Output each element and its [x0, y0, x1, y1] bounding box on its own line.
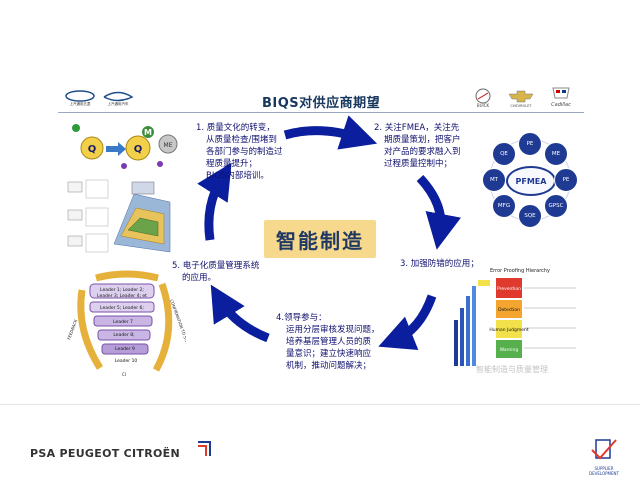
sgm-logo-text: 上汽通用汽车: [108, 101, 129, 106]
sgmw-logo-text: 上汽通用五菱: [70, 101, 91, 106]
leader-row-5: Leader 8;: [113, 332, 134, 338]
chevrolet-logo: CHEVROLET: [506, 88, 536, 108]
supplier-dev-line-1: SUPPLIER: [594, 466, 614, 471]
pfmea-node: MFG: [492, 194, 516, 218]
pfmea-diagram: PFMEA PE ME PE GPSC SQE MFG MT QE: [482, 132, 578, 228]
arrow-bottom-right: [378, 294, 437, 351]
leader-row-7: Leader 10: [115, 358, 138, 364]
q1-label: Q: [88, 144, 97, 155]
header-divider: [58, 112, 584, 113]
pfmea-node: QE: [492, 142, 516, 166]
psa-logo-mark: [196, 440, 212, 458]
cadillac-logo-text: Cadillac: [551, 102, 571, 108]
pfmea-node: GPSC: [544, 194, 568, 218]
leader-row-6: Leader 9: [115, 346, 135, 352]
step-2-text: 2. 关注FMEA，关注先 期质量策划，把客户 对产品的要求融入到 过程质量控制…: [374, 123, 461, 169]
buick-logo: BUICK: [468, 88, 498, 108]
ci-label: CI: [122, 372, 126, 377]
qmq-graphic: Q Q M ME: [66, 120, 186, 170]
arrow-right: [416, 174, 461, 250]
ep-level-detection: Detection: [498, 307, 520, 313]
center-label: 智能制造: [264, 220, 376, 258]
pfmea-node: PE: [554, 168, 578, 192]
leader-row-2: Leader 3; Leader 4; et: [97, 293, 147, 299]
leader-row-3: Leader 5; Leader 6;: [100, 305, 144, 311]
step-4-text: 4.领导参与： 运用分层审核发现问题， 培养基层管理人员的质 量意识；建立快速响…: [276, 313, 380, 371]
arrow-left: [197, 162, 232, 241]
cadillac-logo: Cadillac: [544, 86, 578, 108]
supplier-dev-logo: SUPPLIER DEVELOPMENT: [584, 436, 624, 476]
sgm-logo: 上汽通用汽车: [100, 88, 136, 106]
ep-level-prevention: Prevention: [497, 286, 521, 292]
pfmea-node: ME: [544, 142, 568, 166]
chevrolet-logo-text: CHEVROLET: [510, 104, 532, 108]
q2-label: Q: [134, 144, 143, 155]
sgmw-logo: 上汽通用五菱: [62, 88, 98, 106]
error-proofing-diagram: Error Proofing Hierarchy Prevention Dete…: [450, 268, 580, 368]
watermark: 智能制造与质量管理: [476, 365, 548, 374]
pfmea-center: PFMEA: [506, 166, 556, 196]
step-1-text: 1. 质量文化的转变， 从质量检查/围堵到 各部门参与的制造过 程质量提升； B…: [196, 123, 283, 181]
ep-level-human: Human Judgment: [489, 327, 529, 333]
pfmea-node: MT: [482, 168, 506, 192]
leader-row-4: Leader 7: [113, 319, 133, 325]
pfmea-node: SQE: [518, 204, 542, 228]
step-5-text: 5. 电子化质量管理系统 的应用。: [172, 261, 260, 283]
leader-row-1: Leader 1; Leader 2;: [100, 287, 144, 293]
arrow-bottom-left: [210, 284, 270, 343]
supplier-dev-line-2: DEVELOPMENT: [589, 471, 619, 476]
m-label: M: [144, 128, 152, 137]
ep-level-warning: Warning: [500, 347, 519, 353]
pfmea-node: PE: [518, 132, 542, 156]
step-3-text: 3. 加强防错的应用；: [400, 259, 479, 269]
page-title: BIQS对供应商期望: [262, 96, 381, 111]
feedback-label: FEEDBACK: [66, 318, 78, 340]
arrow-top: [283, 115, 378, 150]
psa-brand: PSA PEUGEOT CITROËN: [30, 447, 180, 460]
process-diagram: [66, 174, 176, 258]
footer-divider: [0, 404, 640, 405]
buick-logo-text: BUICK: [477, 103, 490, 108]
me-label: ME: [164, 142, 173, 149]
leaders-diagram: Leader 1; Leader 2; Leader 3; Leader 4; …: [66, 270, 196, 380]
error-proofing-title: Error Proofing Hierarchy: [490, 268, 551, 274]
